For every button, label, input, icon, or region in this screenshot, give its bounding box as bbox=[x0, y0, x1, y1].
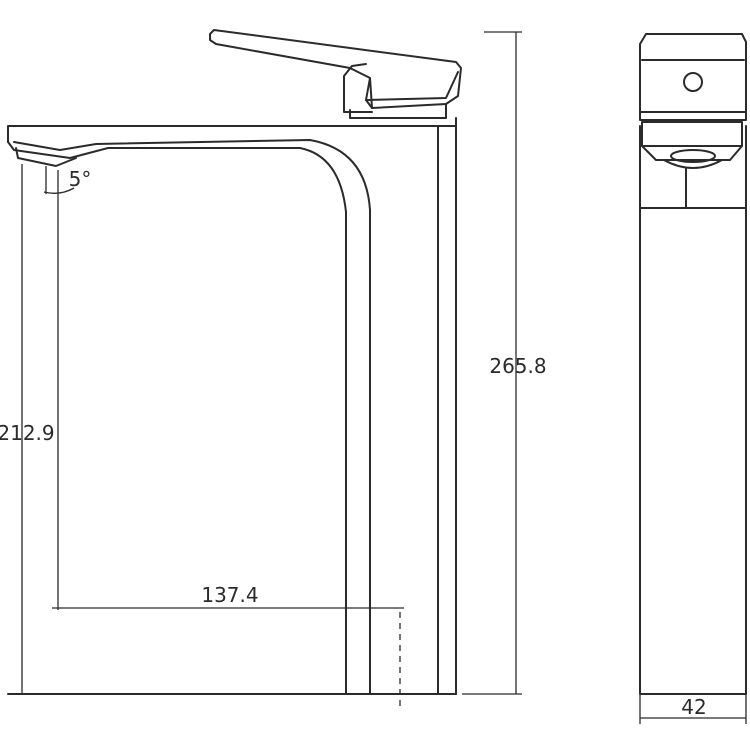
valve-base bbox=[349, 103, 447, 119]
handle-lever bbox=[209, 29, 462, 109]
front-valve-collar bbox=[639, 111, 747, 147]
front-handle-indicator-hole bbox=[683, 72, 703, 92]
front-body-shading-line bbox=[639, 167, 747, 209]
spout-aerator bbox=[15, 147, 77, 167]
handle-lever-inner bbox=[365, 71, 459, 109]
spout-inner-outline bbox=[13, 139, 371, 695]
faucet-side-view bbox=[7, 29, 462, 710]
total-height-label: 265.8 bbox=[489, 354, 546, 378]
handle-neck bbox=[343, 63, 373, 113]
spout-angle-arc bbox=[43, 187, 75, 194]
width-dimension: 42 bbox=[639, 694, 747, 724]
front-body bbox=[639, 125, 747, 695]
spout-height-label: 212.9 bbox=[0, 421, 55, 445]
width-label: 42 bbox=[681, 695, 706, 719]
dimension-lines: 265.8 212.9 137.4 5° bbox=[0, 31, 547, 695]
spout-outline bbox=[7, 125, 457, 695]
spout-angle-label: 5° bbox=[69, 167, 92, 191]
front-spout-aerator bbox=[641, 145, 743, 169]
front-aerator-outlet bbox=[670, 149, 716, 163]
spout-reach-label: 137.4 bbox=[201, 583, 258, 607]
faucet-front-view bbox=[639, 33, 747, 695]
